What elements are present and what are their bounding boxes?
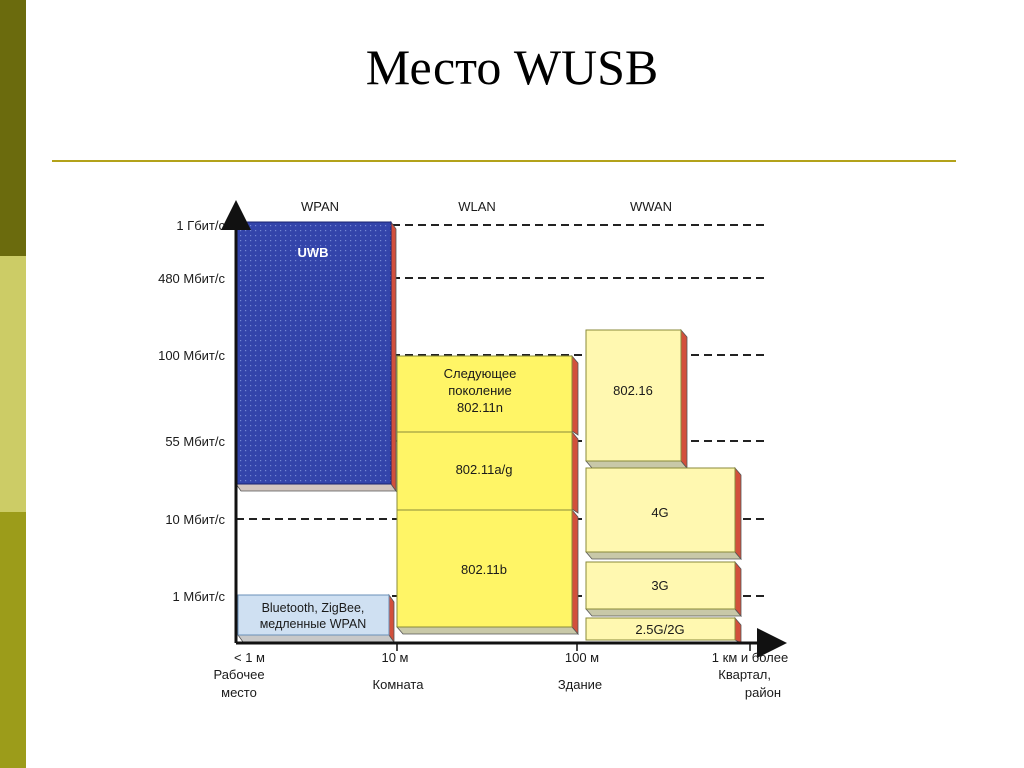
place-workplace-line1: Рабочее — [213, 667, 264, 682]
uwb-label: UWB — [297, 245, 328, 260]
x-distance-10m: 10 м — [381, 650, 408, 665]
category-label-wpan: WPAN — [301, 199, 339, 214]
title-divider — [52, 160, 956, 162]
wimax-label: 802.16 — [613, 383, 653, 398]
g4-label: 4G — [651, 505, 668, 520]
slide-title: Место WUSB — [365, 39, 659, 95]
g4-block — [585, 467, 736, 553]
g3-label: 3G — [651, 578, 668, 593]
g3-block — [585, 561, 736, 610]
side-stripe-top — [0, 0, 26, 256]
next-gen-label-line3: 802.11n — [457, 400, 503, 415]
x-distance-100m: 100 м — [565, 650, 599, 665]
place-district-line2: район — [745, 685, 781, 700]
y-label-480mbit: 480 Мбит/с — [158, 271, 225, 286]
wlan-80211ag-block — [396, 431, 573, 511]
uwb-block: UWB — [235, 220, 397, 493]
bluetooth-block: Bluetooth, ZigBee, медленные WPAN — [237, 593, 395, 644]
y-label-1gbit: 1 Гбит/с — [176, 218, 225, 233]
side-stripe-bottom — [0, 512, 26, 768]
g25-label: 2.5G/2G — [635, 622, 684, 637]
wlan-next-gen-block — [396, 355, 573, 433]
bluetooth-label-line2: медленные WPAN — [260, 617, 367, 631]
bluetooth-label-line1: Bluetooth, ZigBee, — [262, 601, 365, 615]
place-room: Комната — [373, 677, 425, 692]
wlan-80211b-block — [396, 509, 573, 628]
x-ticks — [396, 643, 751, 651]
y-label-55mbit: 55 Мбит/с — [165, 434, 225, 449]
category-label-wlan: WLAN — [458, 199, 496, 214]
y-label-10mbit: 10 Мбит/с — [165, 512, 225, 527]
next-gen-label-line1: Следующее — [444, 366, 517, 381]
wlan-blocks: Следующее поколение 802.11n 802.11a/g 80… — [396, 354, 579, 636]
category-label-wwan: WWAN — [630, 199, 672, 214]
y-label-1mbit: 1 Мбит/с — [173, 589, 226, 604]
side-stripe-middle — [0, 256, 26, 512]
wifi-ag-label: 802.11a/g — [456, 462, 513, 477]
wimax-block — [585, 329, 682, 462]
g25-block — [585, 617, 736, 641]
place-district-line1: Квартал, — [718, 667, 771, 682]
x-distance-1km: 1 км и более — [712, 650, 788, 665]
wifi-b-label: 802.11b — [461, 562, 507, 577]
place-workplace-line2: место — [221, 685, 257, 700]
place-building: Здание — [558, 677, 602, 692]
y-label-100mbit: 100 Мбит/с — [158, 348, 225, 363]
next-gen-label-line2: поколение — [448, 383, 512, 398]
wwan-blocks: 802.16 4G 3G 2.5G/2G — [585, 328, 742, 644]
x-distance-1m: < 1 м — [234, 650, 265, 665]
